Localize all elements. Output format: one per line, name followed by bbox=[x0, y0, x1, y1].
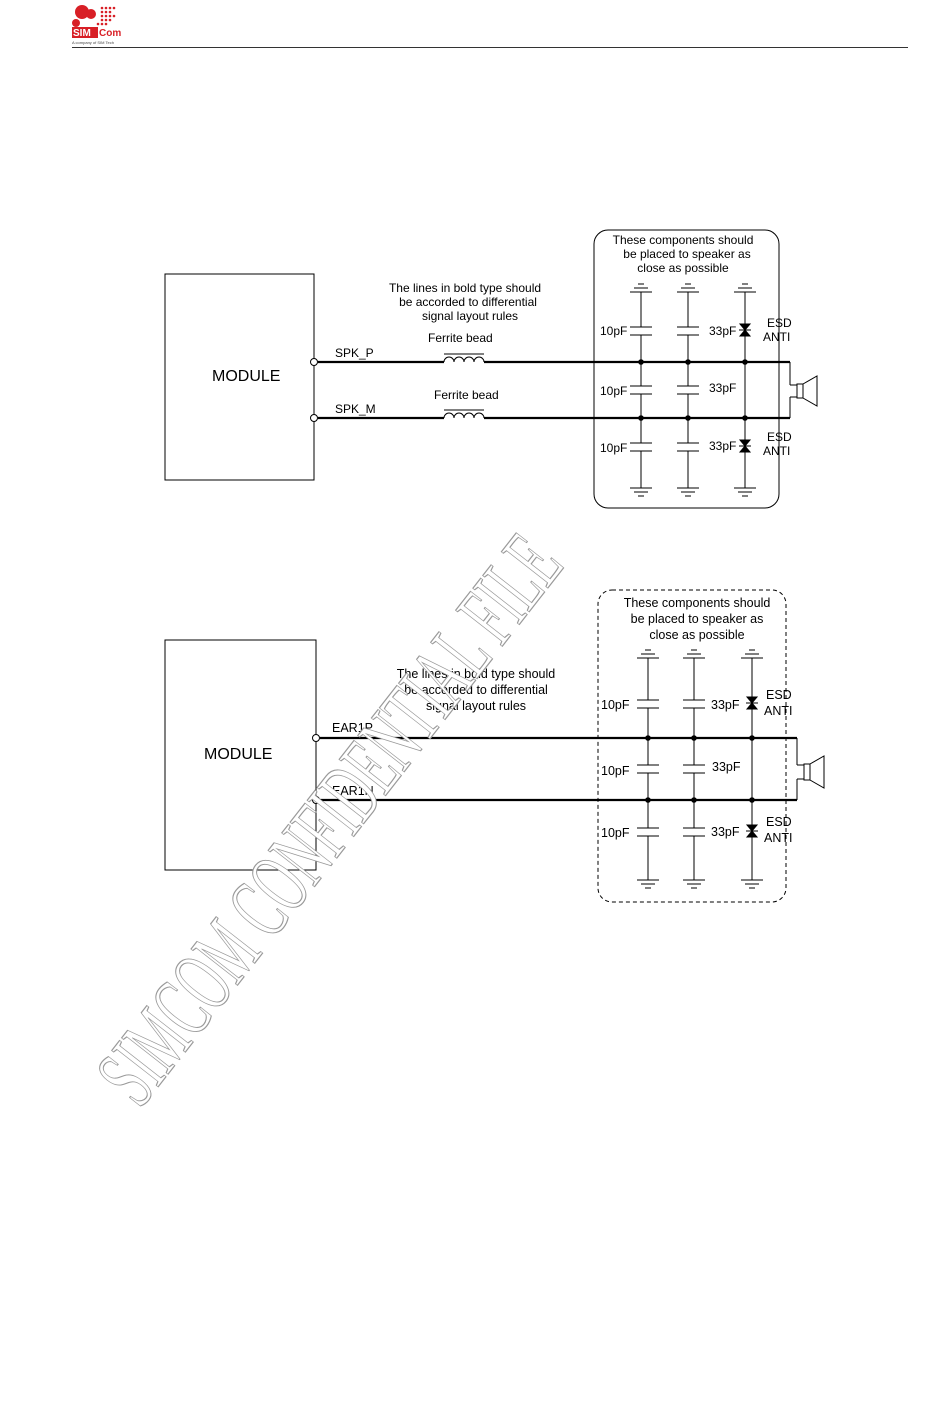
capacitor-value-label: 33pF bbox=[712, 760, 741, 774]
capacitor-value-label: 10pF bbox=[601, 764, 630, 778]
module-label: MODULE bbox=[212, 368, 280, 385]
capacitor-value-label: 10pF bbox=[601, 698, 630, 712]
esd-label: ESD bbox=[767, 430, 792, 444]
pin-ear1p bbox=[312, 734, 320, 742]
ground-symbol bbox=[741, 879, 763, 889]
differential-note-line: be accorded to differential bbox=[404, 683, 548, 697]
pin-spk-m bbox=[310, 414, 318, 422]
ground-symbol bbox=[637, 649, 659, 659]
ground-symbol bbox=[683, 649, 705, 659]
placement-note-line: close as possible bbox=[637, 261, 729, 275]
speaker-icon bbox=[796, 738, 825, 800]
confidential-watermark: SIMCOM CONFIDENTIAL FILE bbox=[77, 516, 582, 1122]
capacitor-value-label: 10pF bbox=[600, 441, 627, 455]
capacitor-value-label: 10pF bbox=[600, 384, 627, 398]
ground-symbol bbox=[683, 879, 705, 889]
component-placement-box bbox=[593, 229, 780, 509]
capacitor bbox=[637, 827, 659, 837]
placement-note-line: be placed to speaker as bbox=[631, 612, 764, 626]
capacitor bbox=[630, 326, 652, 336]
capacitor bbox=[677, 385, 699, 395]
anti-label: ANTI bbox=[764, 831, 792, 845]
esd-label: ESD bbox=[766, 815, 792, 829]
pin-label-spk-p: SPK_P bbox=[335, 346, 374, 360]
differential-note-line: The lines in bold type should bbox=[389, 281, 541, 295]
ferrite-bead bbox=[443, 353, 485, 363]
capacitor bbox=[630, 385, 652, 395]
capacitor-value-label: 10pF bbox=[600, 324, 627, 338]
anti-label: ANTI bbox=[763, 444, 790, 458]
esd-diode bbox=[738, 323, 752, 337]
ferrite-bead-label: Ferrite bead bbox=[434, 388, 499, 402]
ground-symbol bbox=[677, 283, 699, 293]
placement-note-line: close as possible bbox=[649, 628, 744, 642]
ground-symbol bbox=[677, 487, 699, 497]
differential-note-line: The lines in bold type should bbox=[397, 667, 555, 681]
logo-brand-right: Com bbox=[99, 28, 121, 39]
ground-symbol bbox=[734, 283, 756, 293]
ground-symbol bbox=[637, 879, 659, 889]
differential-note-line: be accorded to differential bbox=[399, 295, 537, 309]
capacitor bbox=[683, 764, 705, 774]
capacitor bbox=[637, 764, 659, 774]
pin-ear1n bbox=[312, 796, 320, 804]
pin-label-spk-m: SPK_M bbox=[335, 402, 376, 416]
logo-tagline: A company of SIM Tech bbox=[72, 40, 114, 45]
speaker-circuit-diagram bbox=[164, 229, 818, 509]
header-divider bbox=[72, 47, 908, 48]
differential-note-line: signal layout rules bbox=[426, 699, 526, 713]
differential-note-line: signal layout rules bbox=[422, 309, 518, 323]
simcom-logo-graphic: SIM Com A company of SIM Tech bbox=[72, 5, 121, 45]
capacitor-value-label: 33pF bbox=[711, 825, 740, 839]
anti-label: ANTI bbox=[764, 704, 792, 718]
module-block bbox=[164, 639, 317, 871]
module-label: MODULE bbox=[204, 746, 272, 763]
placement-note-line: These components should bbox=[624, 596, 771, 610]
capacitor bbox=[683, 827, 705, 837]
esd-diode bbox=[745, 824, 759, 838]
capacitor-value-label: 33pF bbox=[711, 698, 740, 712]
capacitor bbox=[630, 442, 652, 452]
capacitor bbox=[677, 442, 699, 452]
placement-note-line: be placed to speaker as bbox=[623, 247, 750, 261]
pin-spk-p bbox=[310, 358, 318, 366]
capacitor bbox=[683, 699, 705, 709]
ferrite-bead bbox=[443, 409, 485, 419]
junction-dots bbox=[645, 735, 755, 803]
esd-label: ESD bbox=[766, 688, 792, 702]
ground-symbol bbox=[630, 283, 652, 293]
ground-symbol bbox=[734, 487, 756, 497]
placement-note-line: These components should bbox=[613, 233, 754, 247]
capacitor-value-label: 33pF bbox=[709, 381, 736, 395]
pin-label-ear1p: EAR1P bbox=[332, 721, 373, 735]
module-block bbox=[164, 273, 315, 481]
esd-label: ESD bbox=[767, 316, 792, 330]
capacitor bbox=[677, 326, 699, 336]
ground-symbol bbox=[741, 649, 763, 659]
pin-label-ear1n: EAR1N bbox=[332, 784, 374, 798]
capacitor bbox=[637, 699, 659, 709]
component-placement-box bbox=[597, 589, 787, 903]
junction-dots bbox=[638, 359, 748, 421]
simcom-logo: SIM Com A company of SIM Tech bbox=[72, 4, 132, 46]
capacitor-value-label: 10pF bbox=[601, 826, 630, 840]
esd-diode bbox=[745, 696, 759, 710]
ferrite-bead-label: Ferrite bead bbox=[428, 331, 493, 345]
earpiece-circuit-diagram bbox=[164, 589, 825, 903]
logo-brand-left: SIM bbox=[73, 28, 91, 39]
ground-symbol bbox=[630, 487, 652, 497]
speaker-icon bbox=[789, 362, 818, 418]
capacitor-value-label: 33pF bbox=[709, 439, 736, 453]
esd-diode bbox=[738, 439, 752, 453]
capacitor-value-label: 33pF bbox=[709, 324, 736, 338]
anti-label: ANTI bbox=[763, 330, 790, 344]
